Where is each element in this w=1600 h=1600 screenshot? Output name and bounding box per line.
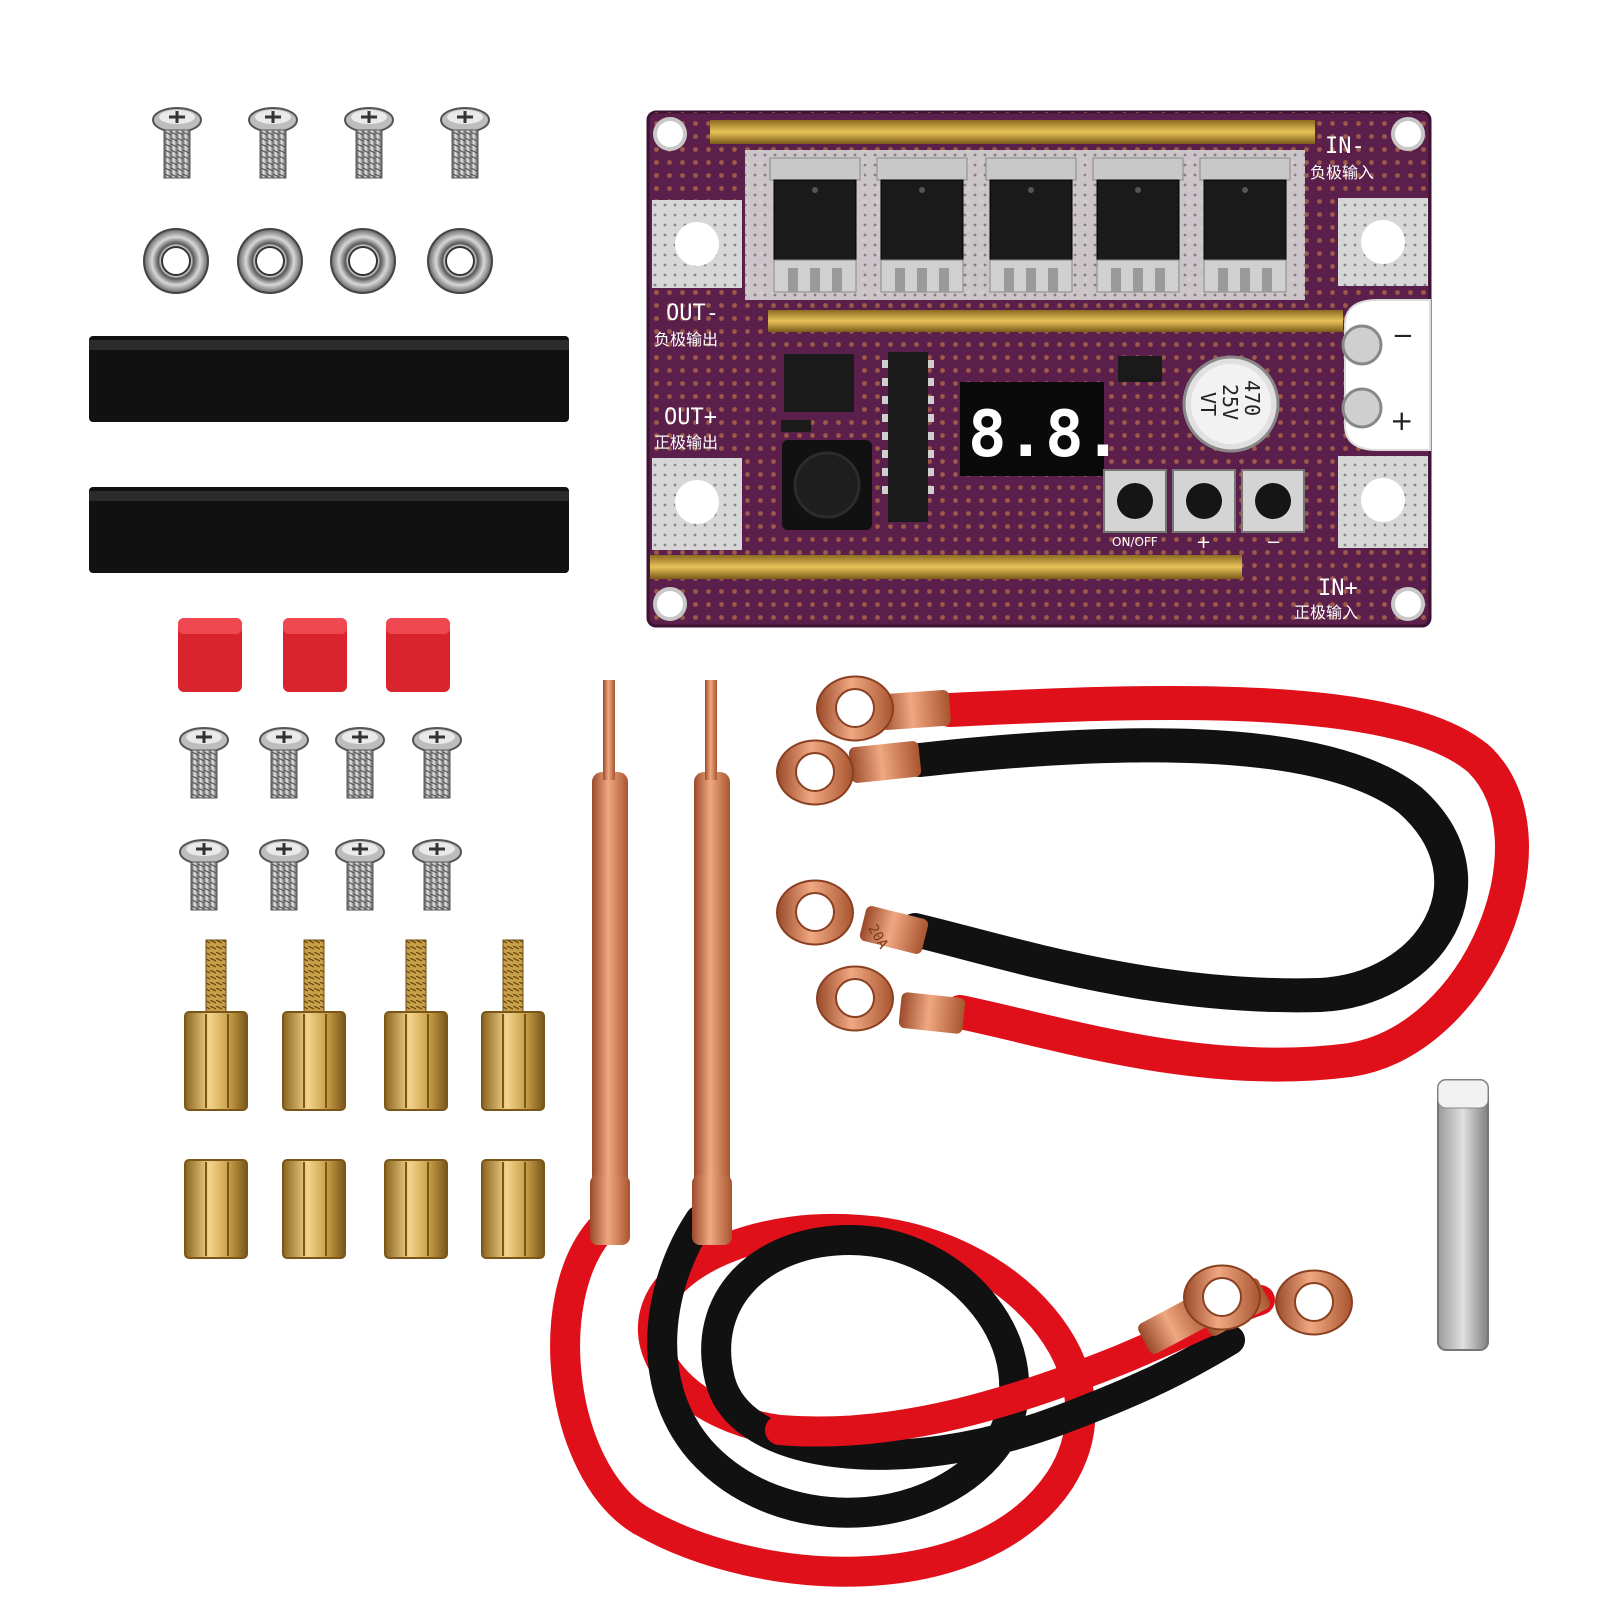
ring-lug-icon <box>816 965 894 1032</box>
mosfet-icon <box>769 157 861 293</box>
mosfet-icon <box>985 157 1077 293</box>
screw-icon <box>439 106 491 180</box>
standoff-icon <box>384 939 448 1111</box>
mosfet-icon <box>1199 157 1291 293</box>
standoff-icon <box>481 1159 545 1259</box>
label-in-minus-cn: 负极输入 <box>1310 163 1374 182</box>
label-term-minus: − <box>1392 321 1414 351</box>
label-btn-minus: − <box>1266 532 1281 553</box>
label-out-minus: OUT- <box>666 301 719 326</box>
screw-icon <box>178 726 230 800</box>
cable-icon <box>933 685 1529 1082</box>
standoff-icon <box>282 939 346 1111</box>
ring-lug-icon <box>776 879 854 946</box>
display-readout: 8.8. <box>968 398 1122 472</box>
screw-icon <box>343 106 395 180</box>
cap-series: VT <box>1196 392 1220 416</box>
ring-lug-icon <box>1183 1264 1261 1331</box>
red-caps <box>178 618 450 692</box>
heatshrink-icon <box>89 487 569 573</box>
label-in-minus: IN- <box>1325 134 1365 159</box>
washer-icon <box>427 228 493 294</box>
standoff-icon <box>481 939 545 1111</box>
cable-pair-top: 20A <box>776 675 1529 1082</box>
screw-icon <box>258 838 310 912</box>
screw-icon <box>411 838 463 912</box>
screws-top-row <box>151 106 491 180</box>
heatshrink-tubes <box>89 336 569 573</box>
button-minus[interactable] <box>1241 469 1305 533</box>
standoff-icon <box>384 1159 448 1259</box>
washers-row <box>143 228 493 294</box>
washer-icon <box>237 228 303 294</box>
screw-icon <box>334 726 386 800</box>
label-btn-plus: + <box>1196 532 1211 553</box>
ring-lug-icon <box>776 739 854 806</box>
label-out-plus: OUT+ <box>664 405 717 430</box>
label-on-off: ON/OFF <box>1112 535 1158 549</box>
terminal-plus <box>1341 387 1383 429</box>
heatshrink-icon <box>89 336 569 422</box>
spot-welder-pcb: IN- 负极输入 OUT- 负极输出 OUT+ 正极输出 IN+ 正极输入 8.… <box>646 110 1432 628</box>
screw-icon <box>411 726 463 800</box>
ring-lug-icon <box>816 675 894 742</box>
label-term-plus: + <box>1390 404 1413 437</box>
standoffs-female <box>184 1159 545 1259</box>
label-in-plus: IN+ <box>1318 576 1358 601</box>
standoff-icon <box>282 1159 346 1259</box>
standoffs-male-female <box>184 939 545 1111</box>
nickel-strip-icon <box>1437 1079 1489 1351</box>
cable-icon <box>898 728 1469 1013</box>
washer-icon <box>330 228 396 294</box>
button-on-off[interactable] <box>1103 469 1167 533</box>
cap-value: 470 <box>1240 380 1264 416</box>
led-display <box>960 382 1104 476</box>
capacitor: 470 25V VT <box>1182 355 1280 453</box>
screws-middle <box>178 726 463 912</box>
mosfet-icon <box>1092 157 1184 293</box>
screw-icon <box>178 838 230 912</box>
weld-pen-icon <box>592 772 628 1192</box>
label-out-plus-cn: 正极输出 <box>654 433 718 452</box>
mosfet-icon <box>876 157 968 293</box>
screw-icon <box>334 838 386 912</box>
label-in-plus-cn: 正极输入 <box>1294 603 1358 622</box>
washer-icon <box>143 228 209 294</box>
cap-icon <box>386 618 450 692</box>
weld-pens <box>550 680 1353 1587</box>
screw-icon <box>151 106 203 180</box>
weld-pen-icon <box>694 772 730 1192</box>
cap-voltage: 25V <box>1218 384 1242 420</box>
ring-lug-icon <box>1275 1269 1353 1336</box>
standoff-icon <box>184 939 248 1111</box>
screw-icon <box>247 106 299 180</box>
terminal-minus <box>1341 324 1383 366</box>
cap-icon <box>283 618 347 692</box>
cable-icon <box>647 1205 1245 1528</box>
standoff-icon <box>184 1159 248 1259</box>
screw-icon <box>258 726 310 800</box>
label-out-minus-cn: 负极输出 <box>654 330 718 349</box>
cap-icon <box>178 618 242 692</box>
button-plus[interactable] <box>1172 469 1236 533</box>
